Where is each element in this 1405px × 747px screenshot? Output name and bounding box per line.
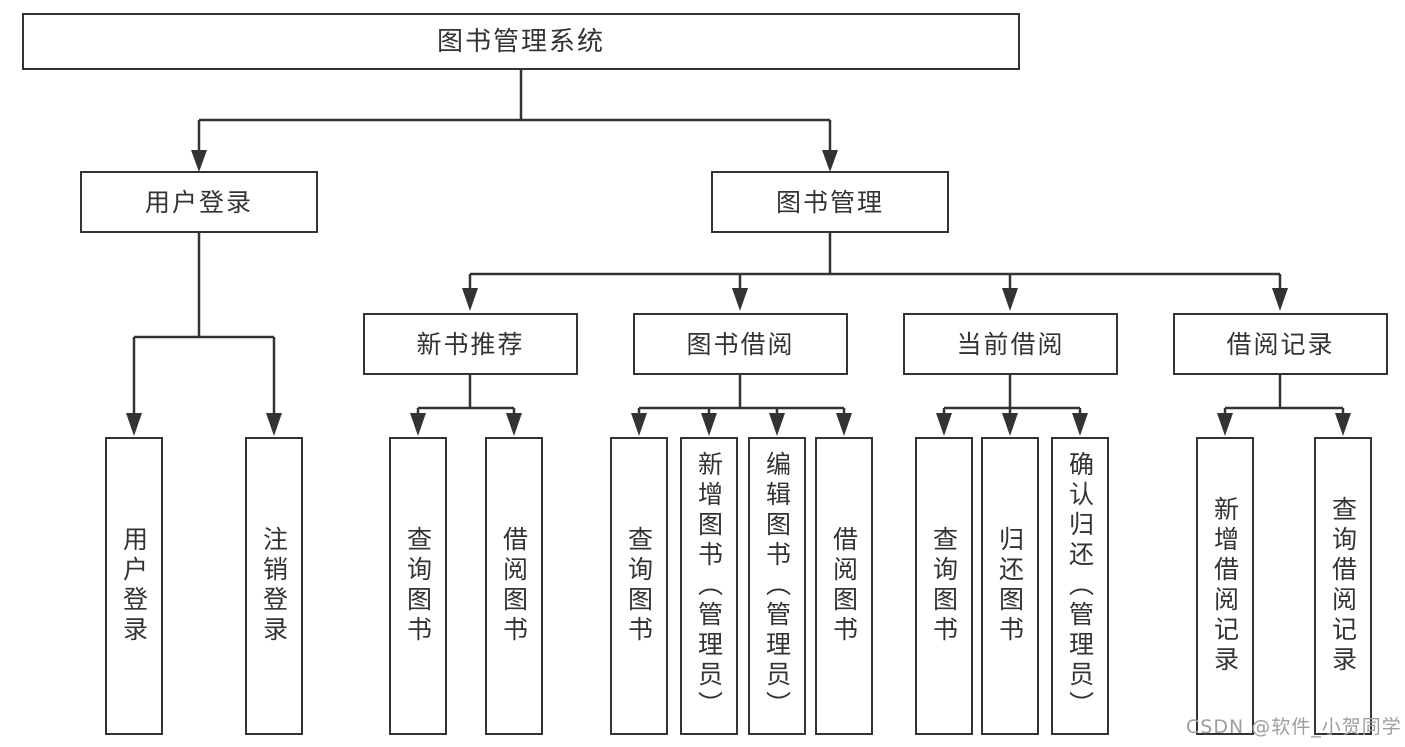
leaf-bb-add-books-admin-label: 新增图书（管理员） bbox=[694, 451, 724, 721]
leaf-bb-borrow-books-label: 借阅图书 bbox=[829, 526, 859, 646]
leaf-bb-edit-books-admin-label: 编辑图书（管理员） bbox=[762, 451, 792, 721]
leaf-br-query-record: 查询借阅记录 bbox=[1314, 437, 1372, 735]
leaf-user-login: 用户登录 bbox=[105, 437, 163, 735]
leaf-bb-query-books-label: 查询图书 bbox=[624, 526, 654, 646]
node-new-book-recommendation-label: 新书推荐 bbox=[416, 329, 525, 359]
node-book-borrowing-label: 图书借阅 bbox=[686, 329, 795, 359]
leaf-logout: 注销登录 bbox=[245, 437, 303, 735]
connector-wires bbox=[132, 70, 1345, 415]
node-current-borrowing: 当前借阅 bbox=[903, 313, 1118, 375]
node-book-management-label: 图书管理 bbox=[775, 187, 884, 217]
leaf-cb-confirm-return-admin: 确认归还（管理员） bbox=[1051, 437, 1109, 735]
leaf-cb-return-books: 归还图书 bbox=[981, 437, 1039, 735]
leaf-br-add-record: 新增借阅记录 bbox=[1196, 437, 1254, 735]
leaf-bb-query-books: 查询图书 bbox=[610, 437, 668, 735]
node-user-login-label: 用户登录 bbox=[144, 187, 253, 217]
node-library-system: 图书管理系统 bbox=[22, 13, 1020, 70]
leaf-bb-borrow-books: 借阅图书 bbox=[815, 437, 873, 735]
leaf-logout-label: 注销登录 bbox=[259, 526, 289, 646]
node-user-login: 用户登录 bbox=[80, 171, 318, 233]
node-book-borrowing: 图书借阅 bbox=[633, 313, 848, 375]
leaf-cb-confirm-return-admin-label: 确认归还（管理员） bbox=[1065, 451, 1095, 721]
node-new-book-recommendation: 新书推荐 bbox=[363, 313, 578, 375]
arrowhead-icons bbox=[126, 150, 1351, 436]
leaf-cb-query-books: 查询图书 bbox=[915, 437, 973, 735]
leaf-bb-edit-books-admin: 编辑图书（管理员） bbox=[748, 437, 806, 735]
leaf-bb-add-books-admin: 新增图书（管理员） bbox=[680, 437, 738, 735]
leaf-user-login-label: 用户登录 bbox=[119, 526, 149, 646]
node-borrowing-records-label: 借阅记录 bbox=[1226, 329, 1335, 359]
node-borrowing-records: 借阅记录 bbox=[1173, 313, 1388, 375]
leaf-cb-query-books-label: 查询图书 bbox=[929, 526, 959, 646]
leaf-nbr-query-books-label: 查询图书 bbox=[403, 526, 433, 646]
leaf-nbr-borrow-books-label: 借阅图书 bbox=[499, 526, 529, 646]
leaf-br-add-record-label: 新增借阅记录 bbox=[1210, 496, 1240, 676]
leaf-nbr-query-books: 查询图书 bbox=[389, 437, 447, 735]
watermark: CSDN @软件_小贺同学 bbox=[1186, 716, 1402, 738]
leaf-br-query-record-label: 查询借阅记录 bbox=[1328, 496, 1358, 676]
leaf-nbr-borrow-books: 借阅图书 bbox=[485, 437, 543, 735]
node-current-borrowing-label: 当前借阅 bbox=[956, 329, 1065, 359]
leaf-cb-return-books-label: 归还图书 bbox=[995, 526, 1025, 646]
node-library-system-label: 图书管理系统 bbox=[436, 26, 605, 57]
node-book-management: 图书管理 bbox=[711, 171, 949, 233]
